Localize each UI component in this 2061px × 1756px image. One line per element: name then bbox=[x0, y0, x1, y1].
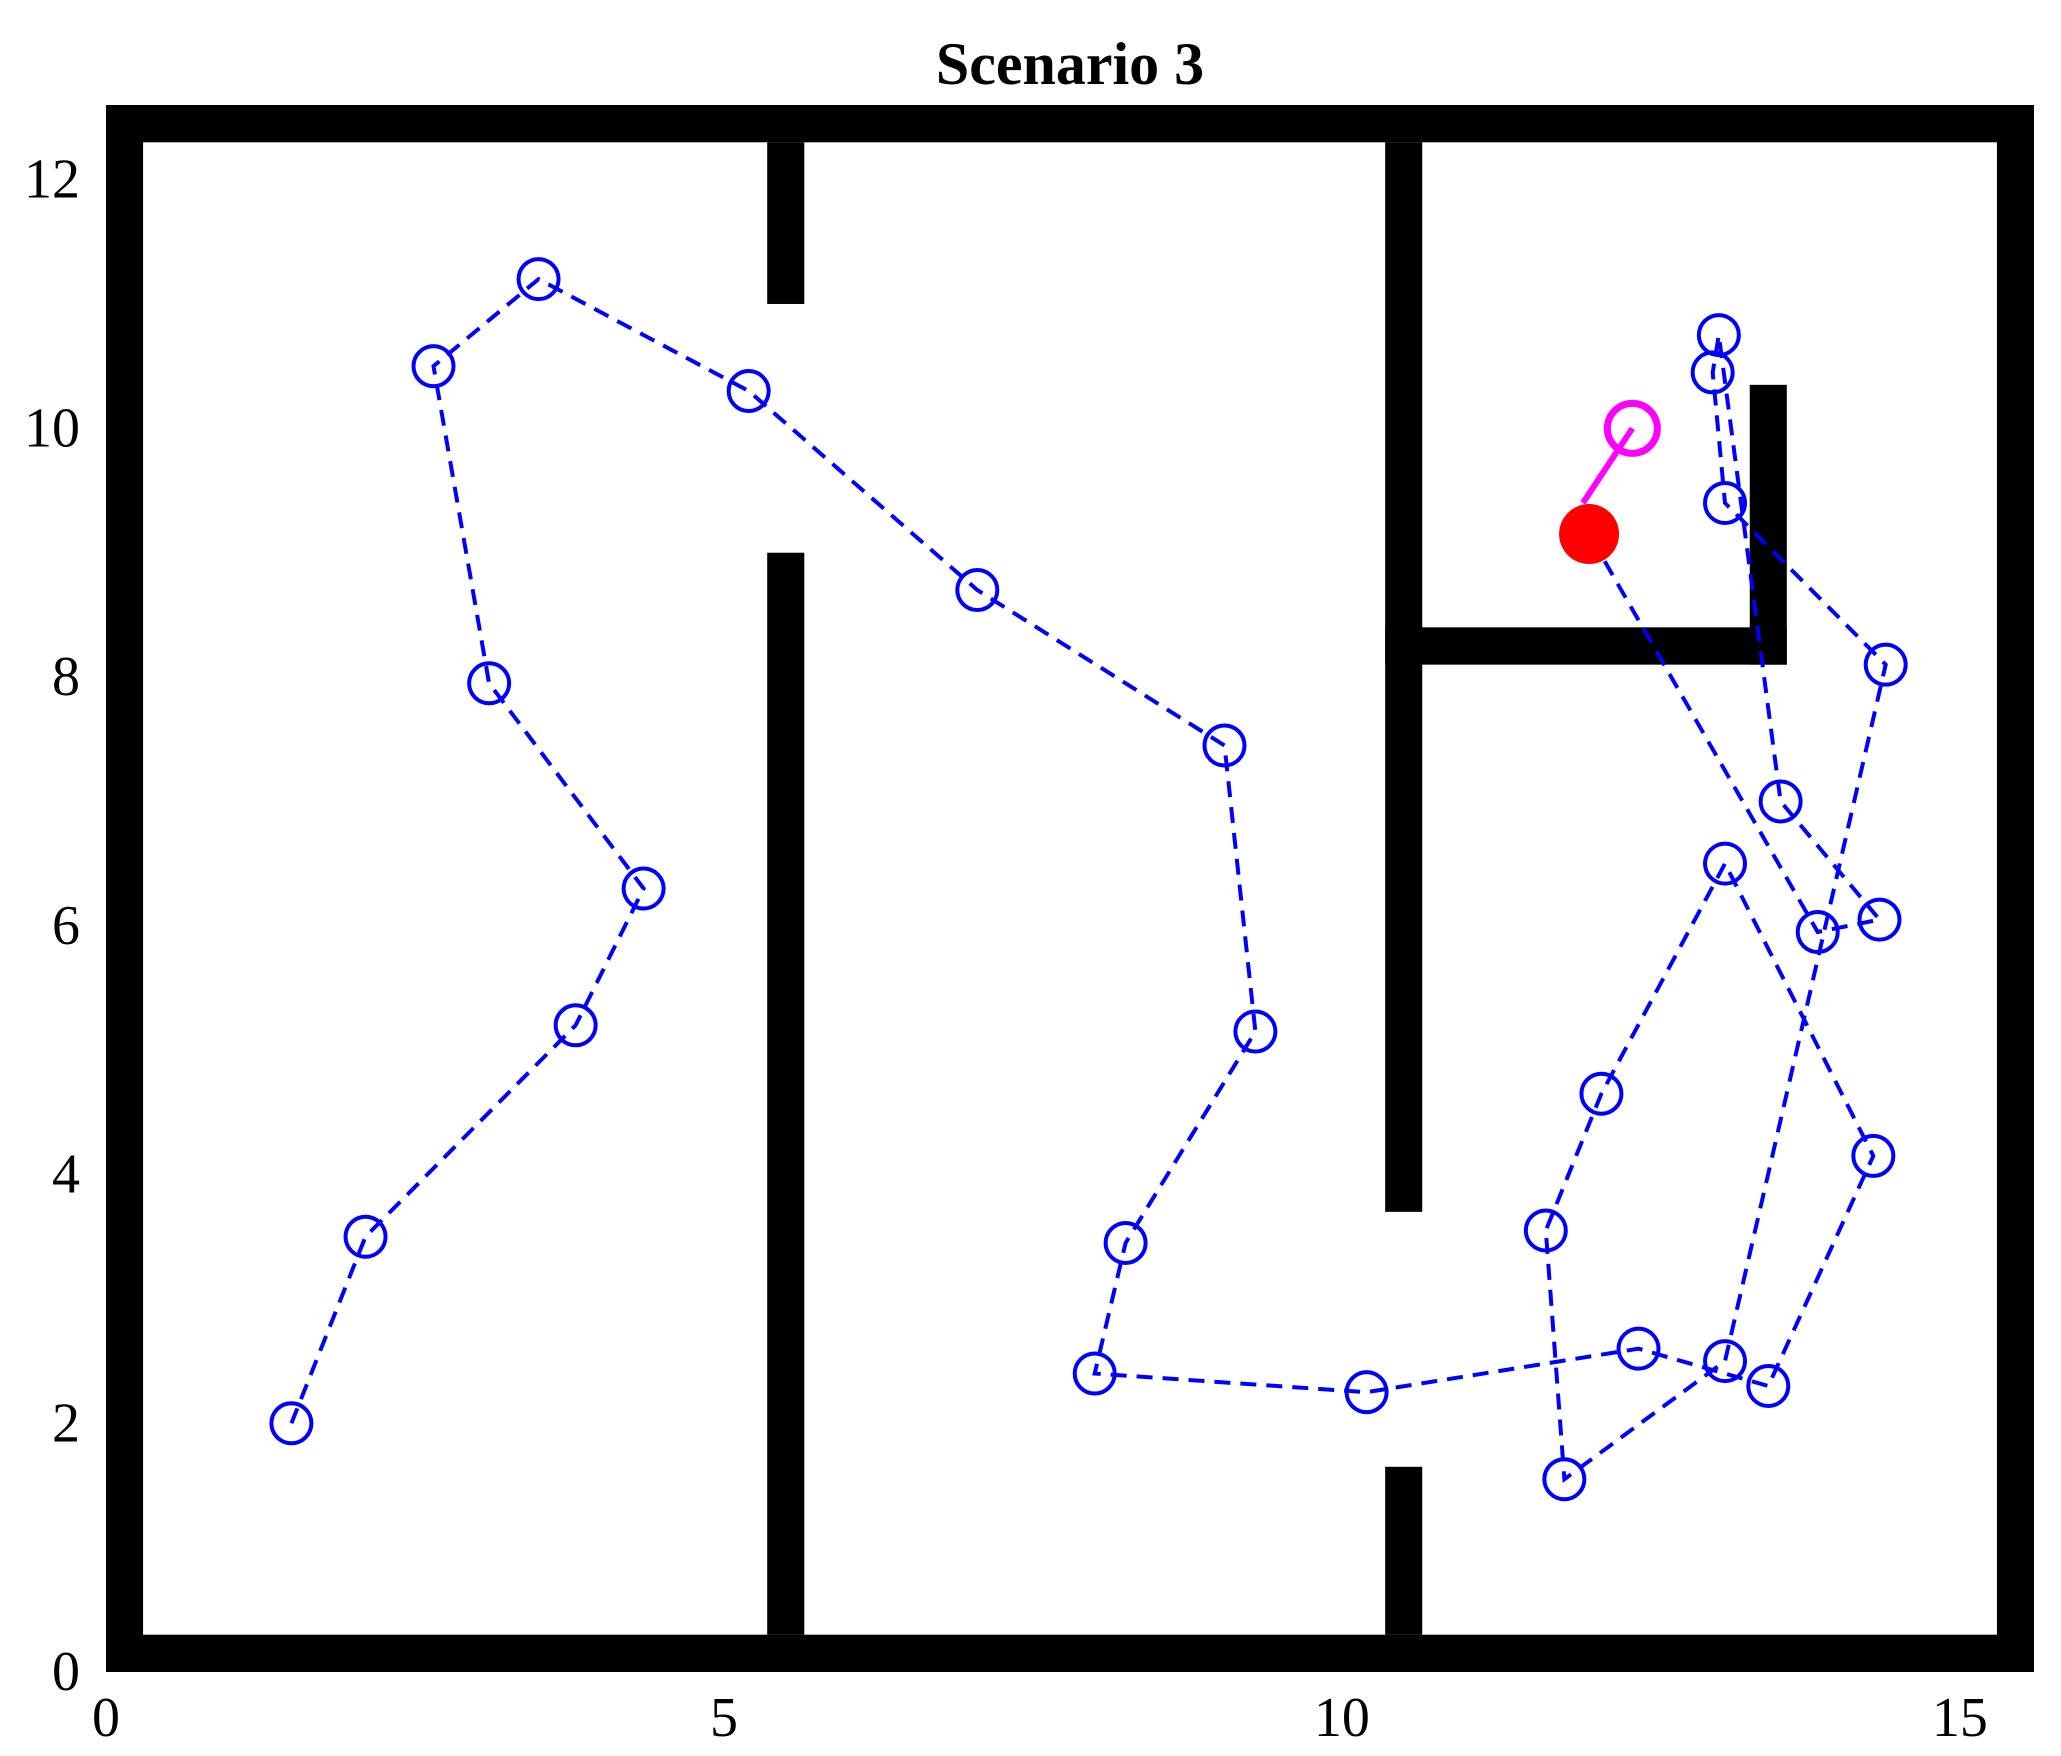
x-tick-label-2: 10 bbox=[1314, 1687, 1370, 1749]
wall-0 bbox=[106, 1634, 2034, 1672]
trajectory-layer bbox=[269, 257, 1908, 1502]
waypoint-7 bbox=[726, 369, 771, 414]
target-marker bbox=[1603, 399, 1661, 457]
waypoint-19 bbox=[1523, 1208, 1568, 1253]
x-tick-label-3: 15 bbox=[1932, 1687, 1988, 1749]
x-tick-label-0: 0 bbox=[92, 1687, 120, 1749]
waypoint-18 bbox=[1579, 1071, 1624, 1116]
waypoint-23 bbox=[1703, 480, 1748, 525]
waypoint-12 bbox=[1072, 1351, 1117, 1396]
waypoint-13 bbox=[1344, 1370, 1389, 1415]
chart-title: Scenario 3 bbox=[936, 31, 1204, 97]
heading-line bbox=[1580, 426, 1635, 505]
waypoint-24 bbox=[1690, 350, 1735, 395]
y-tick-label-1: 2 bbox=[52, 1392, 80, 1454]
waypoint-26 bbox=[1758, 779, 1803, 824]
wall-2 bbox=[106, 105, 144, 1672]
wall-1 bbox=[106, 105, 2034, 143]
waypoint-20 bbox=[1542, 1457, 1587, 1502]
waypoint-22 bbox=[1863, 642, 1908, 687]
waypoint-0 bbox=[269, 1401, 314, 1446]
robot-marker bbox=[1559, 504, 1620, 565]
waypoint-11 bbox=[1103, 1220, 1148, 1265]
wall-7 bbox=[1385, 1466, 1423, 1635]
waypoint-10 bbox=[1233, 1009, 1278, 1054]
y-tick-label-6: 12 bbox=[24, 149, 80, 211]
markers-layer bbox=[1559, 399, 1661, 565]
waypoint-27 bbox=[1857, 897, 1902, 942]
wall-4 bbox=[767, 142, 805, 304]
trajectory-line bbox=[289, 276, 1888, 1483]
wall-9 bbox=[1749, 384, 1787, 665]
y-tick-label-2: 4 bbox=[52, 1144, 80, 1206]
waypoint-5 bbox=[411, 344, 456, 389]
y-axis-ticks: 0 2 4 6 8 10 12 bbox=[24, 149, 80, 1703]
waypoint-3 bbox=[621, 866, 666, 911]
wall-3 bbox=[1996, 105, 2034, 1672]
waypoint-9 bbox=[1202, 723, 1247, 768]
waypoint-6 bbox=[516, 257, 561, 302]
wall-6 bbox=[1385, 142, 1423, 1212]
waypoint-21 bbox=[1703, 1339, 1748, 1384]
wall-8 bbox=[1385, 627, 1787, 665]
waypoint-2 bbox=[553, 1003, 598, 1048]
waypoint-15 bbox=[1746, 1363, 1791, 1408]
x-axis-ticks: 0 5 10 15 bbox=[92, 1687, 1988, 1749]
waypoint-25 bbox=[1696, 313, 1741, 358]
waypoint-16 bbox=[1851, 1133, 1896, 1178]
waypoint-28 bbox=[1795, 910, 1840, 955]
y-tick-label-5: 10 bbox=[24, 397, 80, 459]
waypoint-4 bbox=[467, 661, 512, 706]
x-tick-label-1: 5 bbox=[710, 1687, 738, 1749]
waypoint-8 bbox=[955, 568, 1000, 613]
waypoint-1 bbox=[343, 1214, 388, 1259]
y-tick-label-0: 0 bbox=[52, 1641, 80, 1703]
wall-5 bbox=[767, 552, 805, 1635]
waypoint-17 bbox=[1703, 841, 1748, 886]
y-tick-label-4: 8 bbox=[52, 646, 80, 708]
walls-layer bbox=[106, 105, 2034, 1672]
y-tick-label-3: 6 bbox=[52, 895, 80, 957]
waypoint-14 bbox=[1616, 1326, 1661, 1371]
